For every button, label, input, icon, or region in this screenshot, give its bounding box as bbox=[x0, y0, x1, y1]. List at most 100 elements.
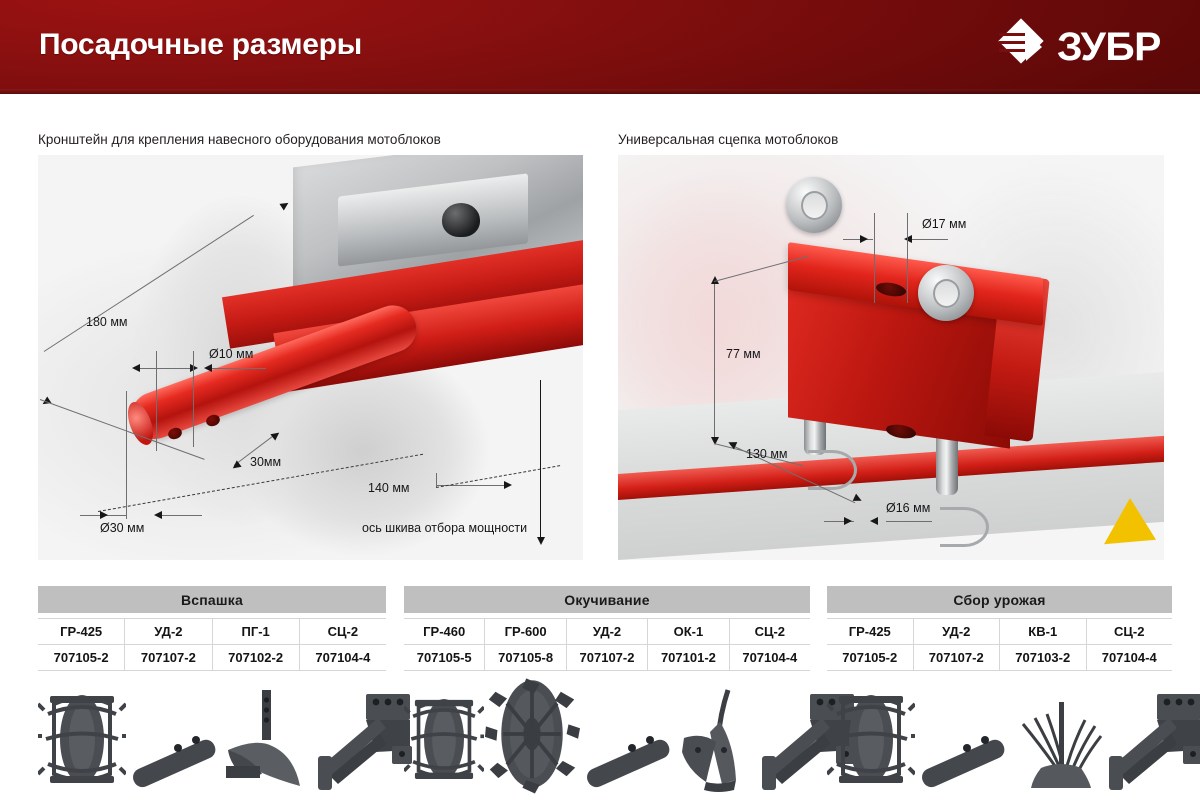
model-name: ОК-1 bbox=[648, 618, 729, 644]
diagram-caption-left: Кронштейн для крепления навесного оборуд… bbox=[38, 132, 441, 147]
model-code: 707107-2 bbox=[566, 644, 648, 671]
brand-name: ЗУБР bbox=[1057, 25, 1162, 69]
table-grid: ГР-460 707105-5 ГР-600 707105-8 УД-2 707… bbox=[404, 618, 811, 671]
page-header: Посадочные размеры ЗУБР bbox=[0, 0, 1200, 94]
dim-d16-line-left bbox=[824, 521, 854, 522]
pto-axis-arrow bbox=[537, 537, 545, 545]
product-image-hiller bbox=[676, 674, 760, 794]
equipment-tables: Вспашка ГР-425 707105-2 УД-2 707107-2 ПГ… bbox=[0, 586, 1200, 800]
table-column[interactable]: СЦ-2 707104-4 bbox=[1086, 618, 1172, 671]
dim-d17-ext-1 bbox=[874, 213, 875, 303]
model-code: 707104-4 bbox=[729, 644, 811, 671]
dim-d17-arrowhead-right bbox=[904, 235, 912, 243]
dim-d10-arrowhead-left bbox=[132, 364, 140, 372]
table-column[interactable]: ГР-600 707105-8 bbox=[485, 618, 567, 671]
table-column[interactable]: СЦ-2 707104-4 bbox=[729, 618, 811, 671]
product-image-hitch-bracket bbox=[316, 674, 412, 794]
table-vspashka: Вспашка ГР-425 707105-2 УД-2 707107-2 ПГ… bbox=[38, 586, 412, 790]
product-image-plough bbox=[222, 674, 316, 794]
model-name: КВ-1 bbox=[1000, 618, 1086, 644]
diagram-caption-right: Универсальная сцепка мотоблоков bbox=[618, 132, 839, 147]
table-grid: ГР-425 707105-2 УД-2 707107-2 КВ-1 70710… bbox=[827, 618, 1172, 671]
model-name: СЦ-2 bbox=[729, 618, 811, 644]
table-column[interactable]: ГР-425 707105-2 bbox=[827, 618, 914, 671]
product-image-wheel-grouser bbox=[827, 674, 915, 794]
dim-d16-line-right bbox=[886, 521, 932, 522]
table-column[interactable]: ОК-1 707101-2 bbox=[648, 618, 730, 671]
model-code: 707105-2 bbox=[827, 644, 913, 671]
table-column[interactable]: УД-2 707107-2 bbox=[125, 618, 213, 671]
dim-label-77: 77 мм bbox=[726, 347, 761, 361]
dim-label-30: 30мм bbox=[250, 455, 282, 469]
table-column[interactable]: ГР-425 707105-2 bbox=[38, 618, 126, 671]
model-code: 707105-2 bbox=[38, 644, 125, 671]
dim-d10-lead-arrow bbox=[204, 364, 212, 372]
model-name: ГР-425 bbox=[827, 618, 913, 644]
table-grid: ГР-425 707105-2 УД-2 707107-2 ПГ-1 70710… bbox=[38, 618, 386, 671]
dim-d16-arrowhead-left bbox=[844, 517, 852, 525]
model-name: УД-2 bbox=[913, 618, 999, 644]
pto-axis-line bbox=[540, 380, 541, 540]
diagram-photo-left: 180 мм Ø10 мм 30мм Ø30 мм 140 мм ось шки bbox=[38, 155, 583, 560]
dim-77-arrowhead-bottom bbox=[711, 437, 719, 445]
page-title: Посадочные размеры bbox=[39, 28, 362, 61]
table-column[interactable]: УД-2 707107-2 bbox=[566, 618, 649, 671]
product-image-potato-digger bbox=[1011, 674, 1107, 794]
model-name: СЦ-2 bbox=[299, 618, 386, 644]
product-image-wheel-grouser-large bbox=[484, 674, 580, 794]
model-code: 707102-2 bbox=[212, 644, 299, 671]
dim-d17-line-left bbox=[843, 239, 873, 240]
dim-d17-lead bbox=[938, 239, 948, 240]
model-code: 707103-2 bbox=[1000, 644, 1086, 671]
model-name: СЦ-2 bbox=[1086, 618, 1172, 644]
dim-d30-arrowhead-left bbox=[100, 511, 108, 519]
dim-d30-line-right bbox=[156, 515, 202, 516]
model-code: 707104-4 bbox=[1086, 644, 1172, 671]
photo-eye-bolt-2 bbox=[918, 265, 974, 321]
table-column[interactable]: ГР-460 707105-5 bbox=[404, 618, 486, 671]
table-title: Окучивание bbox=[404, 586, 810, 613]
dim-d10-line bbox=[134, 368, 196, 369]
dim-77-line bbox=[714, 281, 715, 443]
dim-d30-ext-1 bbox=[126, 391, 127, 519]
product-image-wheel-grouser bbox=[38, 674, 126, 794]
model-code: 707107-2 bbox=[125, 644, 212, 671]
table-title: Сбор урожая bbox=[827, 586, 1172, 613]
dim-d17-line-right bbox=[906, 239, 938, 240]
model-name: ГР-425 bbox=[38, 618, 125, 644]
photo-eye-bolt-1 bbox=[786, 177, 842, 233]
model-code: 707105-5 bbox=[404, 644, 485, 671]
dim-d10-ext-2 bbox=[193, 351, 194, 447]
model-code: 707107-2 bbox=[913, 644, 999, 671]
dim-label-180: 180 мм bbox=[86, 315, 128, 329]
photo-lever-knob bbox=[442, 203, 480, 237]
dim-140-arrowhead bbox=[504, 481, 512, 489]
dim-label-d10: Ø10 мм bbox=[209, 347, 254, 361]
warning-sticker-icon bbox=[1104, 495, 1156, 545]
photo-retaining-clip-2 bbox=[940, 507, 989, 547]
dim-d17-ext-2 bbox=[907, 213, 908, 303]
dim-140-line bbox=[436, 485, 510, 486]
product-images bbox=[38, 674, 412, 794]
dim-d30-arrowhead-right bbox=[154, 511, 162, 519]
product-image-extension-bar bbox=[126, 674, 222, 794]
photo-retaining-clip-1 bbox=[808, 450, 857, 490]
dim-label-d30: Ø30 мм bbox=[100, 521, 145, 535]
table-column[interactable]: КВ-1 707103-2 bbox=[1000, 618, 1087, 671]
dim-140-ext bbox=[436, 473, 437, 487]
dim-label-140: 140 мм bbox=[368, 481, 410, 495]
diagram-photo-right: Ø17 мм 77 мм 130 мм Ø16 мм bbox=[618, 155, 1164, 560]
dim-d16-arrowhead-right bbox=[870, 517, 878, 525]
model-code: 707104-4 bbox=[299, 644, 386, 671]
dim-label-d16: Ø16 мм bbox=[886, 501, 931, 515]
table-sbor-urozhaya: Сбор урожая ГР-425 707105-2 УД-2 707107-… bbox=[827, 586, 1200, 790]
product-image-hitch-bracket bbox=[1107, 674, 1200, 794]
table-column[interactable]: УД-2 707107-2 bbox=[913, 618, 1000, 671]
product-images bbox=[827, 674, 1200, 794]
table-okuchivanie: Окучивание ГР-460 707105-5 ГР-600 707105… bbox=[404, 586, 856, 794]
table-column[interactable]: ПГ-1 707102-2 bbox=[212, 618, 300, 671]
dim-d10-lead bbox=[206, 368, 266, 369]
model-name: ПГ-1 bbox=[212, 618, 299, 644]
table-column[interactable]: СЦ-2 707104-4 bbox=[299, 618, 386, 671]
